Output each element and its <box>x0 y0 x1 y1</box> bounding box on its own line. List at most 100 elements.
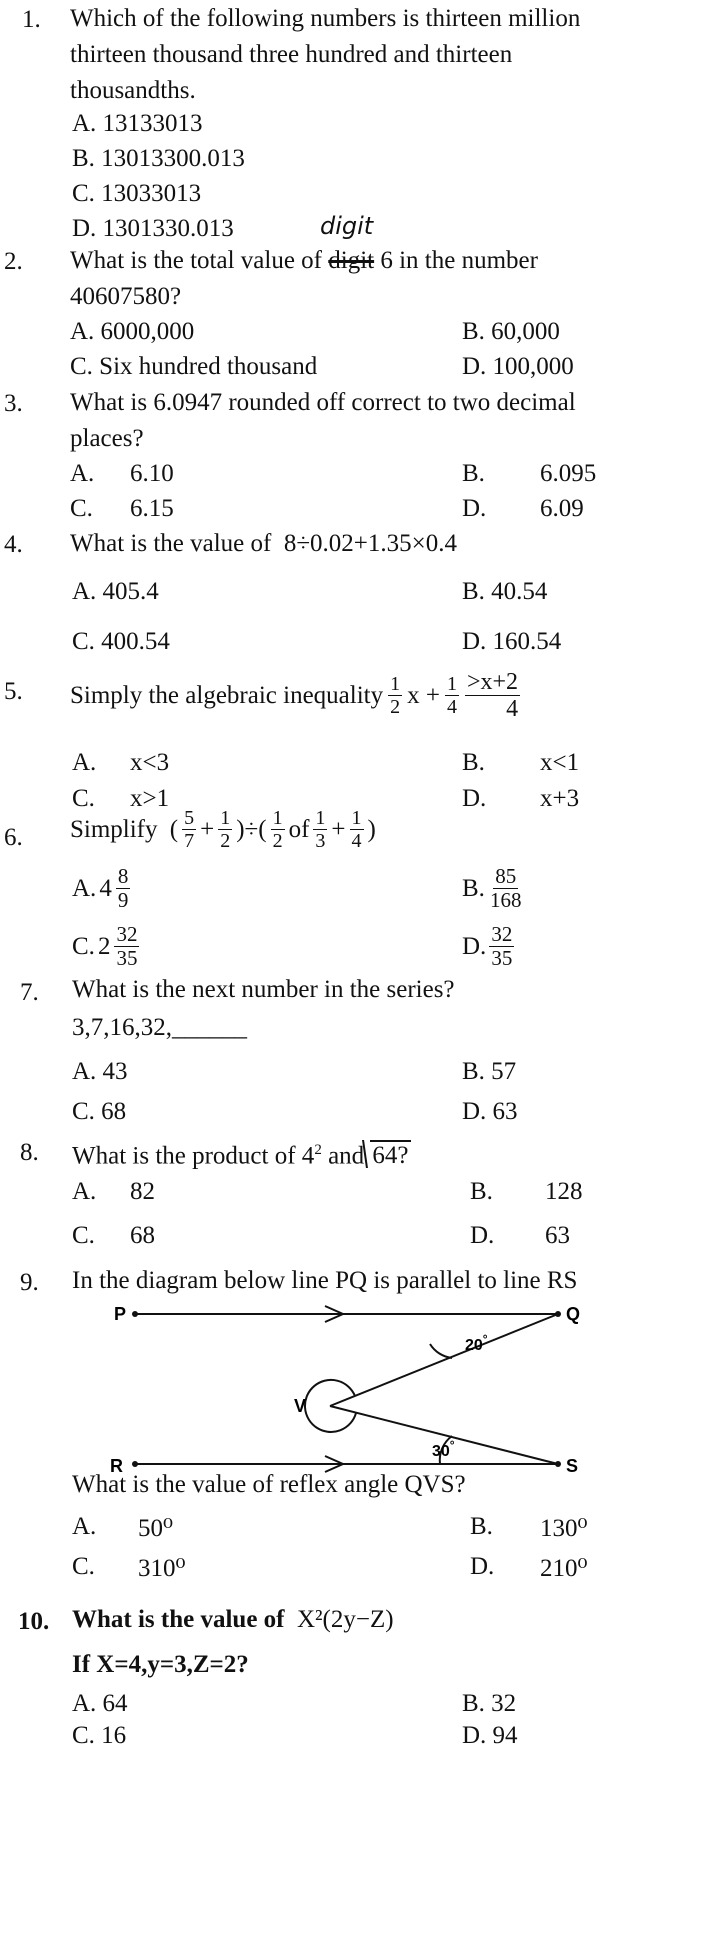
q8-option-d: 63 <box>545 1222 570 1249</box>
q4-number: 4. <box>4 531 23 558</box>
pq-arrow-icon <box>324 1305 346 1323</box>
point-p <box>132 1311 138 1317</box>
q5-option-b: x<1 <box>540 749 580 776</box>
q5-option-a-letter: A. <box>72 749 97 776</box>
label-s: S <box>566 1456 578 1476</box>
q2-handwritten-correction: digit <box>320 212 374 240</box>
point-q <box>555 1311 561 1317</box>
q8-option-c-letter: C. <box>72 1222 95 1249</box>
q5-option-c-letter: C. <box>72 785 95 812</box>
q9-option-b-letter: B. <box>470 1513 493 1540</box>
q1-number: 1. <box>22 6 41 33</box>
q9-number: 9. <box>20 1269 39 1296</box>
q10-option-b: B. 32 <box>462 1690 517 1717</box>
q7-option-d: D. 63 <box>462 1098 518 1125</box>
label-r: R <box>110 1456 123 1476</box>
angle-20-arc <box>429 1343 453 1359</box>
point-s <box>555 1461 561 1467</box>
q2-stem-line1: What is the total value of digit 6 in th… <box>70 247 538 274</box>
q2-option-b: B. 60,000 <box>462 318 560 345</box>
q1-option-c: C. 13033013 <box>72 180 202 207</box>
q1-option-d: D. 1301330.013 <box>72 215 234 242</box>
q7-option-b: B. 57 <box>462 1058 517 1085</box>
q5-option-a: x<3 <box>130 749 170 776</box>
q8-option-c: 68 <box>130 1222 155 1249</box>
q4-option-b: B. 40.54 <box>462 578 548 605</box>
q1-stem-line1: Which of the following numbers is thirte… <box>70 5 581 32</box>
q3-option-b: 6.095 <box>540 460 597 487</box>
q7-number: 7. <box>20 979 39 1006</box>
q3-option-d-letter: D. <box>462 495 487 522</box>
q1-option-a: A. 13133013 <box>72 110 203 137</box>
q7-option-a: A. 43 <box>72 1058 128 1085</box>
q10-option-c: C. 16 <box>72 1722 127 1749</box>
q10-option-d: D. 94 <box>462 1722 518 1749</box>
q8-option-a-letter: A. <box>72 1178 97 1205</box>
q8-stem: What is the product of 42 and 64? <box>72 1140 411 1170</box>
q10-stem: What is the value of X²(2y−Z) <box>72 1606 394 1633</box>
point-r <box>132 1461 138 1467</box>
q1-option-b: B. 13013300.013 <box>72 145 245 172</box>
q8-number: 8. <box>20 1139 39 1166</box>
q4-expression: 8÷0.02+1.35×0.4 <box>283 530 457 557</box>
q8-square-root: 64? <box>370 1140 411 1170</box>
angle-30-label: 30° <box>432 1438 455 1460</box>
q2-option-c: C. Six hundred thousand <box>70 353 318 380</box>
q2-number: 2. <box>4 248 23 275</box>
q3-stem-line1: What is 6.0947 rounded off correct to tw… <box>70 389 576 416</box>
q5-option-d: x+3 <box>540 785 580 812</box>
q10-number: 10. <box>18 1608 50 1635</box>
q4-option-a: A. 405.4 <box>72 578 159 605</box>
label-q: Q <box>566 1304 580 1324</box>
q3-number: 3. <box>4 390 23 417</box>
line-vs <box>329 1405 559 1465</box>
q5-number: 5. <box>4 678 23 705</box>
q10-option-a: A. 64 <box>72 1690 128 1717</box>
q3-option-b-letter: B. <box>462 460 485 487</box>
line-qv <box>329 1313 559 1407</box>
q8-option-d-letter: D. <box>470 1222 495 1249</box>
q6-number: 6. <box>4 824 23 851</box>
q3-option-c-letter: C. <box>70 495 93 522</box>
q2-stem-line2: 40607580? <box>70 283 182 310</box>
q2-option-d: D. 100,000 <box>462 353 574 380</box>
q9-question: What is the value of reflex angle QVS? <box>72 1471 466 1498</box>
angle-20-label: 20° <box>465 1332 488 1354</box>
q8-option-b-letter: B. <box>470 1178 493 1205</box>
q9-option-a: 50⁰ <box>138 1515 174 1542</box>
q9-option-d-letter: D. <box>470 1553 495 1580</box>
q9-option-a-letter: A. <box>72 1513 97 1540</box>
q9-parallel-lines-diagram: P Q R S V 20° 30° <box>110 1304 580 1476</box>
q7-stem: What is the next number in the series? <box>72 976 455 1003</box>
q3-option-d: 6.09 <box>540 495 584 522</box>
label-v: V <box>294 1396 306 1416</box>
q5-option-d-letter: D. <box>462 785 487 812</box>
q4-option-d: D. 160.54 <box>462 628 562 655</box>
q3-option-a-letter: A. <box>70 460 95 487</box>
q8-option-b: 128 <box>545 1178 583 1205</box>
q3-stem-line2: places? <box>70 425 144 452</box>
q2-struck-word: digit <box>328 247 375 274</box>
q1-stem-line2: thirteen thousand three hundred and thir… <box>70 41 513 68</box>
q3-option-a: 6.10 <box>130 460 174 487</box>
q2-option-a: A. 6000,000 <box>70 318 195 345</box>
q3-option-c: 6.15 <box>130 495 174 522</box>
q9-option-d: 210⁰ <box>540 1555 588 1582</box>
q9-stem: In the diagram below line PQ is parallel… <box>72 1267 578 1294</box>
q8-option-a: 82 <box>130 1178 155 1205</box>
q10-expression: X²(2y−Z) <box>297 1606 394 1633</box>
q4-stem: What is the value of 8÷0.02+1.35×0.4 <box>70 530 457 557</box>
q10-condition: If X=4,y=3,Z=2? <box>72 1651 249 1678</box>
q7-series: 3,7,16,32,______ <box>72 1014 247 1041</box>
reflex-angle-arc <box>303 1378 357 1433</box>
q1-stem-line3: thousandths. <box>70 77 196 104</box>
q4-option-c: C. 400.54 <box>72 628 170 655</box>
